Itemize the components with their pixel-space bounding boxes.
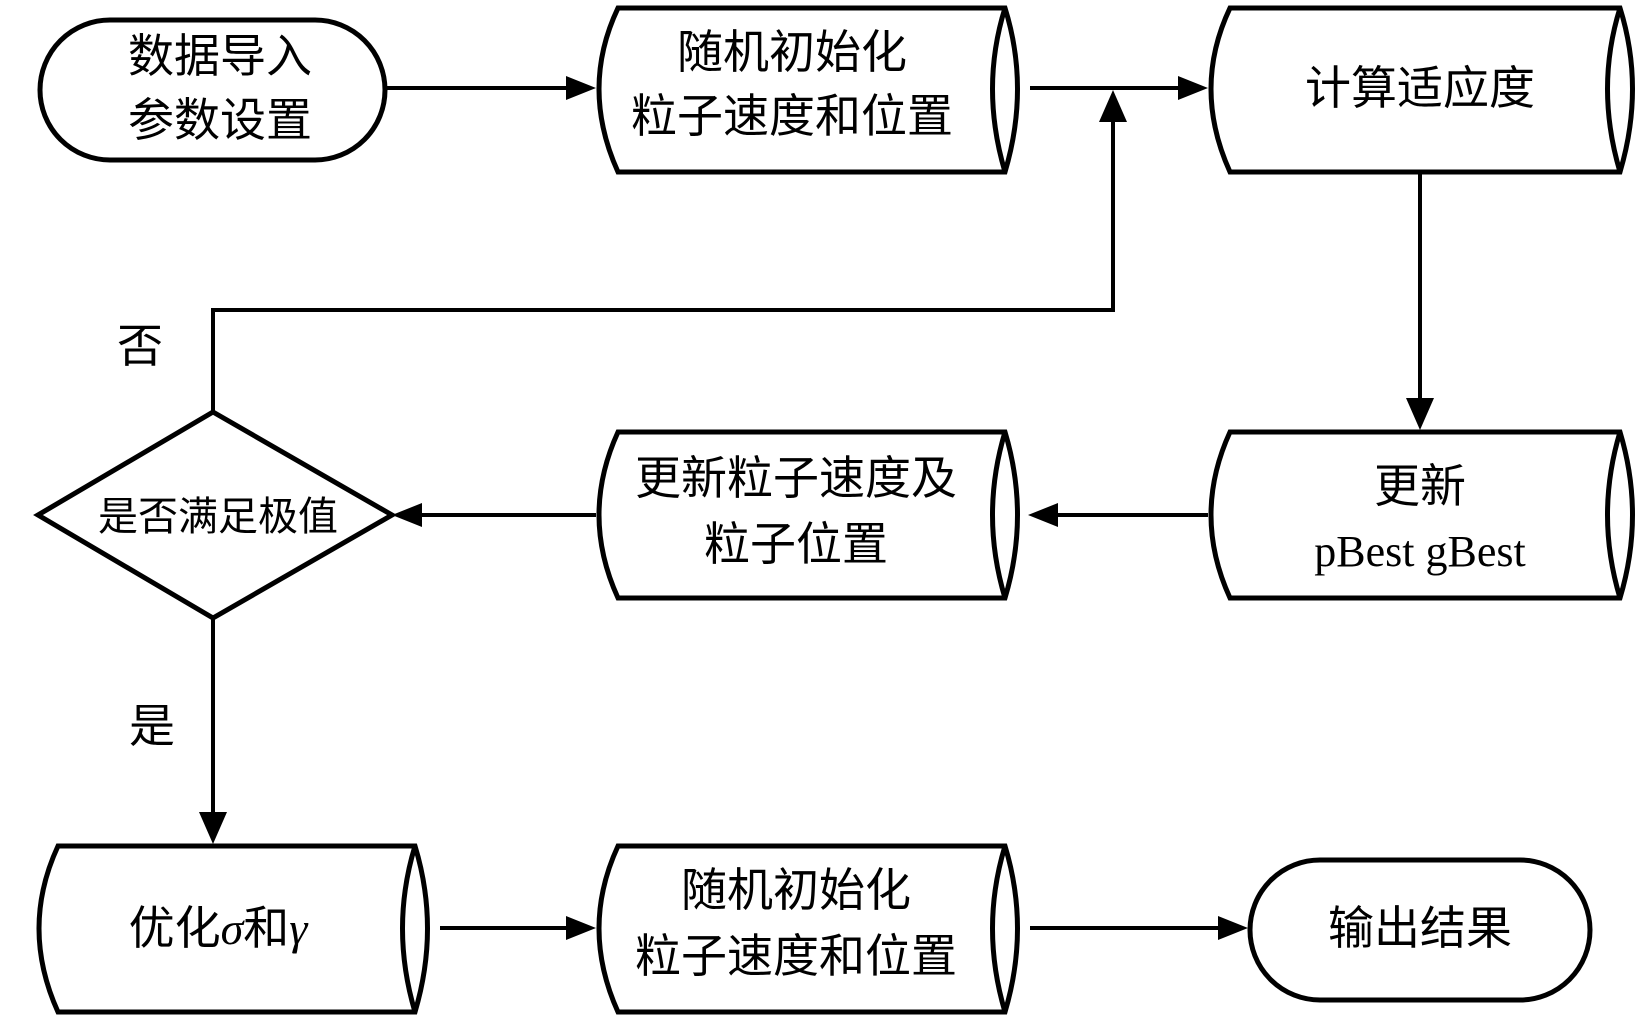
- arrowhead-update-particles-to-decision: [392, 503, 422, 527]
- arrowhead-fitness-to-update-best: [1406, 398, 1434, 430]
- edge-decision-no-loop: [211, 122, 1115, 412]
- arrowhead-init-to-fitness: [1178, 76, 1208, 100]
- arrowhead-optimize-to-init-bottom: [566, 916, 596, 940]
- node-label: 是否满足极值: [98, 494, 338, 540]
- node-init-top: 随机初始化 粒子速度和位置: [596, 5, 1020, 175]
- gamma-symbol: γ: [289, 903, 309, 954]
- node-label-line2: 粒子速度和位置: [635, 929, 957, 983]
- storage-inner-curve: [990, 7, 1008, 173]
- terminator-shape: [37, 17, 388, 163]
- optimize-prefix: 优化: [129, 901, 221, 955]
- node-label-line1: 更新粒子速度及: [635, 451, 957, 505]
- node-label-line1: 更新: [1374, 459, 1466, 513]
- node-label: 优化σ和γ: [129, 901, 310, 955]
- storage-shape: [596, 5, 1020, 175]
- decision-diamond: [33, 409, 398, 621]
- node-optimize: 优化σ和γ: [36, 843, 430, 1015]
- arrowhead-init-bottom-to-output: [1218, 916, 1248, 940]
- node-update-particles: 更新粒子速度及 粒子位置: [596, 429, 1020, 601]
- arrowhead-decision-yes: [199, 812, 227, 844]
- arrowhead-update-best-to-update-particles: [1028, 503, 1058, 527]
- storage-inner-curve: [1605, 7, 1623, 173]
- storage-shape: [1208, 5, 1635, 175]
- node-label-line2: pBest gBest: [1314, 527, 1525, 576]
- storage-inner-curve: [400, 845, 418, 1013]
- storage-inner-curve: [1605, 431, 1623, 599]
- edge-label-no: 否: [117, 319, 163, 373]
- node-label: 输出结果: [1328, 901, 1512, 955]
- edges: [199, 76, 1434, 940]
- sigma-symbol: σ: [221, 903, 246, 954]
- node-data-import: 数据导入 参数设置: [37, 17, 388, 163]
- node-label-line2: 参数设置: [128, 93, 312, 147]
- arrowhead-import-to-init: [566, 76, 596, 100]
- node-update-best: 更新 pBest gBest: [1208, 429, 1635, 601]
- node-label-line1: 随机初始化: [677, 25, 907, 79]
- node-label-line1: 随机初始化: [681, 863, 911, 917]
- node-label-line2: 粒子位置: [704, 517, 888, 571]
- node-output: 输出结果: [1247, 857, 1593, 1003]
- optimize-middle: 和: [243, 901, 289, 955]
- node-fitness: 计算适应度: [1208, 5, 1635, 175]
- node-label-line2: 粒子速度和位置: [631, 89, 953, 143]
- node-label: 计算适应度: [1305, 61, 1535, 115]
- terminator-shape: [1247, 857, 1593, 1003]
- storage-inner-curve: [990, 431, 1008, 599]
- node-init-bottom: 随机初始化 粒子速度和位置: [596, 843, 1020, 1015]
- node-decision: 是否满足极值: [33, 409, 398, 621]
- node-label-line1: 数据导入: [128, 29, 312, 83]
- edge-label-yes: 是: [129, 699, 175, 753]
- arrowhead-decision-no-loop: [1099, 90, 1127, 122]
- storage-inner-curve: [990, 845, 1008, 1013]
